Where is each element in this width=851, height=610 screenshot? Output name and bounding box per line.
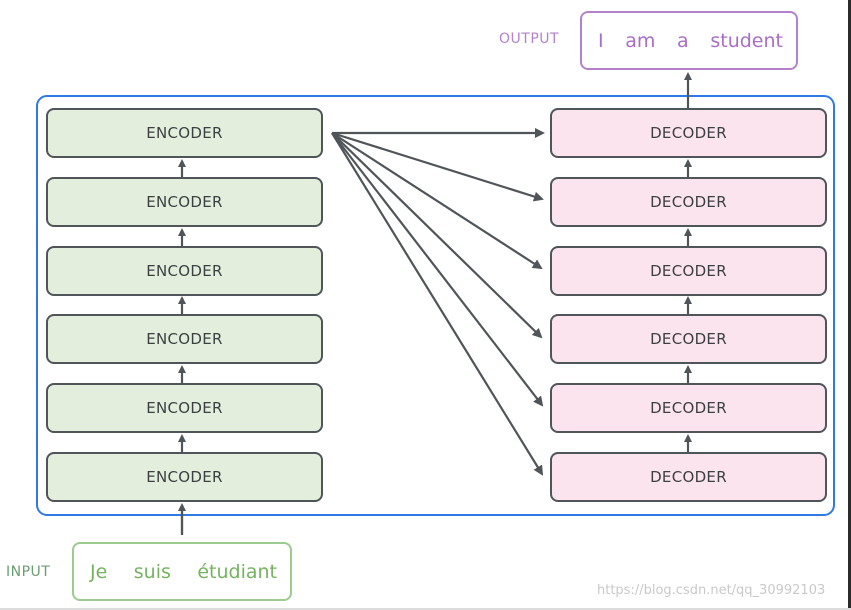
input-word: étudiant [197, 560, 277, 583]
encoder-block-3: ENCODER [46, 314, 323, 364]
output-word: a [677, 29, 689, 52]
encoder-to-decoder-arrow [331, 132, 543, 270]
encoder-block-4: ENCODER [46, 246, 323, 296]
decoder-block-4: DECODER [550, 246, 827, 296]
encoder-to-decoder-arrow [331, 132, 544, 476]
input-word: Je [90, 560, 108, 583]
encoder-block-5: ENCODER [46, 177, 323, 227]
input-label: INPUT [6, 564, 51, 580]
decoder-block-3: DECODER [550, 314, 827, 364]
decoder-block-1: DECODER [550, 452, 827, 502]
decoder-block-2: DECODER [550, 383, 827, 433]
output-word: student [710, 29, 783, 52]
input-word: suis [133, 560, 171, 583]
watermark-text: https://blog.csdn.net/qq_30992103 [597, 583, 826, 598]
output-label: OUTPUT [499, 31, 560, 47]
input-box: Je suis étudiant [72, 542, 292, 601]
decoder-block-6: DECODER [550, 108, 827, 158]
output-word: am [625, 29, 656, 52]
encoder-block-6: ENCODER [46, 108, 323, 158]
encoder-block-2: ENCODER [46, 383, 323, 433]
encoder-block-1: ENCODER [46, 452, 323, 502]
output-word: I [598, 29, 604, 52]
transformer-frame [36, 95, 835, 516]
window-edge [848, 0, 851, 610]
decoder-block-5: DECODER [550, 177, 827, 227]
encoder-to-decoder-arrow [331, 132, 543, 339]
window-bottom-edge [0, 608, 851, 610]
encoder-to-decoder-arrow [331, 132, 544, 407]
output-box: I am a student [580, 11, 798, 70]
encoder-to-decoder-arrow [331, 131, 544, 202]
